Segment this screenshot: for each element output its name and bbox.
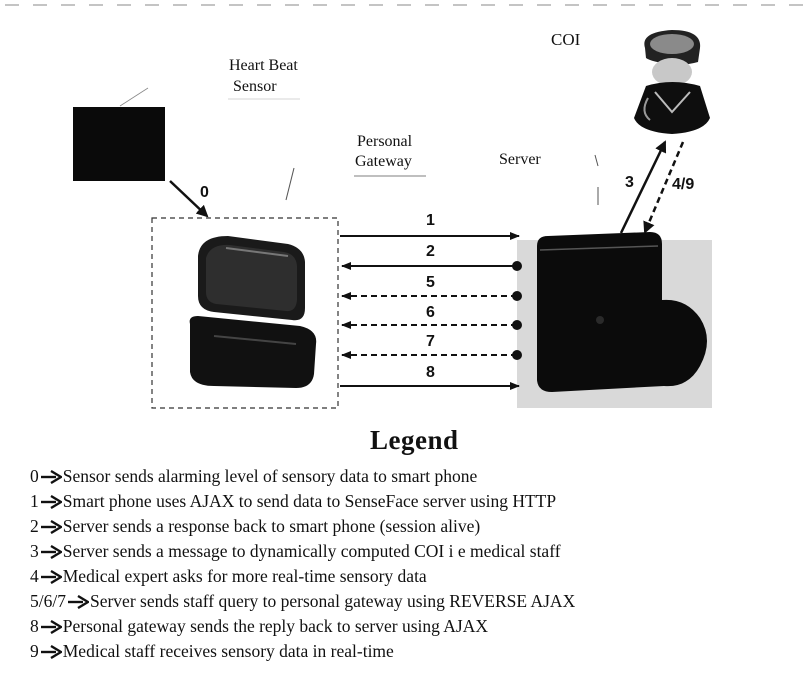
legend-item: 0 Sensor sends alarming level of sensory … <box>30 464 575 489</box>
arrow-3-label: 3 <box>625 174 634 191</box>
right-arrow-icon <box>40 494 62 509</box>
legend-item-text: Medical expert asks for more real-time s… <box>62 566 427 586</box>
legend-item: 5/6/7 Server sends staff query to persona… <box>30 589 575 614</box>
arrow-4-9 <box>643 141 685 234</box>
right-arrow-icon <box>40 544 62 559</box>
legend-item: 2 Server sends a response back to smart p… <box>30 514 575 539</box>
legend-item-code: 2 <box>30 516 39 536</box>
legend-item-text: Sensor sends alarming level of sensory d… <box>62 466 478 486</box>
medical-staff-icon <box>634 30 710 134</box>
legend-item-code: 4 <box>30 566 39 586</box>
legend-item-code: 1 <box>30 491 39 511</box>
right-arrow-icon <box>40 469 62 484</box>
smartphone-icon <box>189 236 317 388</box>
arrow-7-label: 7 <box>426 333 435 350</box>
sensor-device <box>73 107 165 181</box>
gateway-label-line1: Personal <box>357 133 413 150</box>
legend-item-text: Server sends a response back to smart ph… <box>62 516 481 536</box>
server-label: Server <box>499 151 541 168</box>
legend-item-code: 9 <box>30 641 39 661</box>
legend-item-text: Server sends staff query to personal gat… <box>89 591 576 611</box>
system-diagram <box>5 4 810 409</box>
sensor-pointer-line <box>119 87 149 107</box>
legend-item-code: 5/6/7 <box>30 591 66 611</box>
legend-item-code: 3 <box>30 541 39 561</box>
right-arrow-icon <box>40 619 62 634</box>
arrow-6-label: 6 <box>426 304 435 321</box>
legend-item-code: 0 <box>30 466 39 486</box>
legend-item: 4 Medical expert asks for more real-time … <box>30 564 575 589</box>
arrow-2-label: 2 <box>426 243 435 260</box>
arrow-6 <box>341 320 522 330</box>
legend-item-text: Personal gateway sends the reply back to… <box>62 616 488 636</box>
sensor-label-line1: Heart Beat <box>229 57 298 74</box>
right-arrow-icon <box>40 569 62 584</box>
arrow-5 <box>341 291 522 301</box>
legend-item-text: Smart phone uses AJAX to send data to Se… <box>62 491 557 511</box>
legend-item: 9 Medical staff receives sensory data in … <box>30 639 575 664</box>
coi-label: COI <box>551 30 581 49</box>
arrow-1-label: 1 <box>426 212 435 229</box>
arrow-3 <box>619 140 667 234</box>
arrow-5-label: 5 <box>426 274 435 291</box>
arrow-4-9-label: 4/9 <box>672 176 695 193</box>
legend-title: Legend <box>370 425 459 455</box>
legend-item: 8 Personal gateway sends the reply back t… <box>30 614 575 639</box>
arrow-2 <box>341 261 522 271</box>
gateway-label-line2: Gateway <box>355 153 412 170</box>
pointer-line <box>594 154 599 167</box>
right-arrow-icon <box>67 594 89 609</box>
pointer-line <box>285 167 295 201</box>
legend-item: 1 Smart phone uses AJAX to send data to S… <box>30 489 575 514</box>
sensor-label-line2: Sensor <box>233 78 277 95</box>
legend-item-code: 8 <box>30 616 39 636</box>
gateway-box <box>151 217 339 409</box>
arrow-7 <box>341 350 522 360</box>
right-arrow-icon <box>40 519 62 534</box>
arrow-0 <box>169 180 209 218</box>
legend-list: 0 Sensor sends alarming level of sensory … <box>30 464 575 664</box>
right-arrow-icon <box>40 644 62 659</box>
legend-item-text: Server sends a message to dynamically co… <box>62 541 561 561</box>
arrow-0-label: 0 <box>200 184 209 201</box>
arrow-8-label: 8 <box>426 364 435 381</box>
legend-item-text: Medical staff receives sensory data in r… <box>62 641 394 661</box>
legend-item: 3 Server sends a message to dynamically c… <box>30 539 575 564</box>
server-icon <box>517 232 712 408</box>
